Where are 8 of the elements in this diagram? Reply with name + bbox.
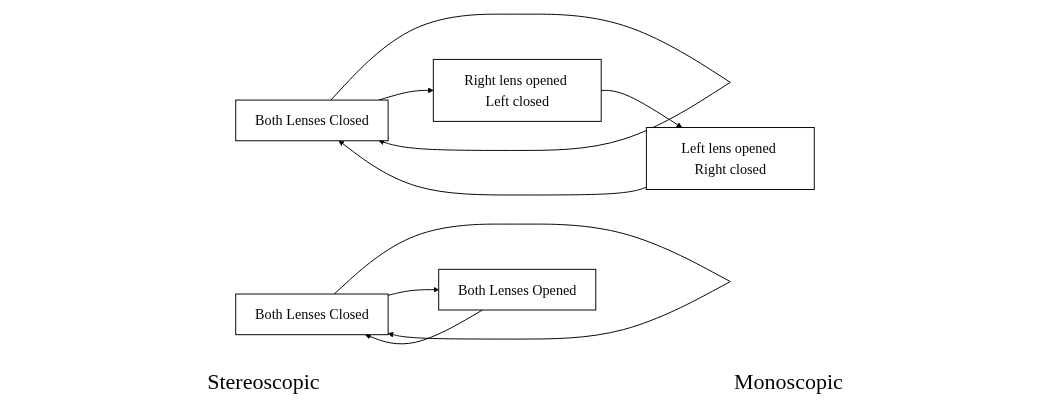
node-box: Left lens opened Right closed xyxy=(645,126,815,190)
node-box: Both Lenses Closed xyxy=(235,293,389,335)
diagram-caption: Monoscopic xyxy=(734,369,843,395)
arrow xyxy=(333,223,731,340)
node-box: Right lens opened Left closed xyxy=(432,58,602,122)
node-box: Both Lenses Opened xyxy=(438,268,597,310)
node-box: Both Lenses Closed xyxy=(235,99,389,141)
diagram-caption: Stereoscopic xyxy=(207,369,320,395)
